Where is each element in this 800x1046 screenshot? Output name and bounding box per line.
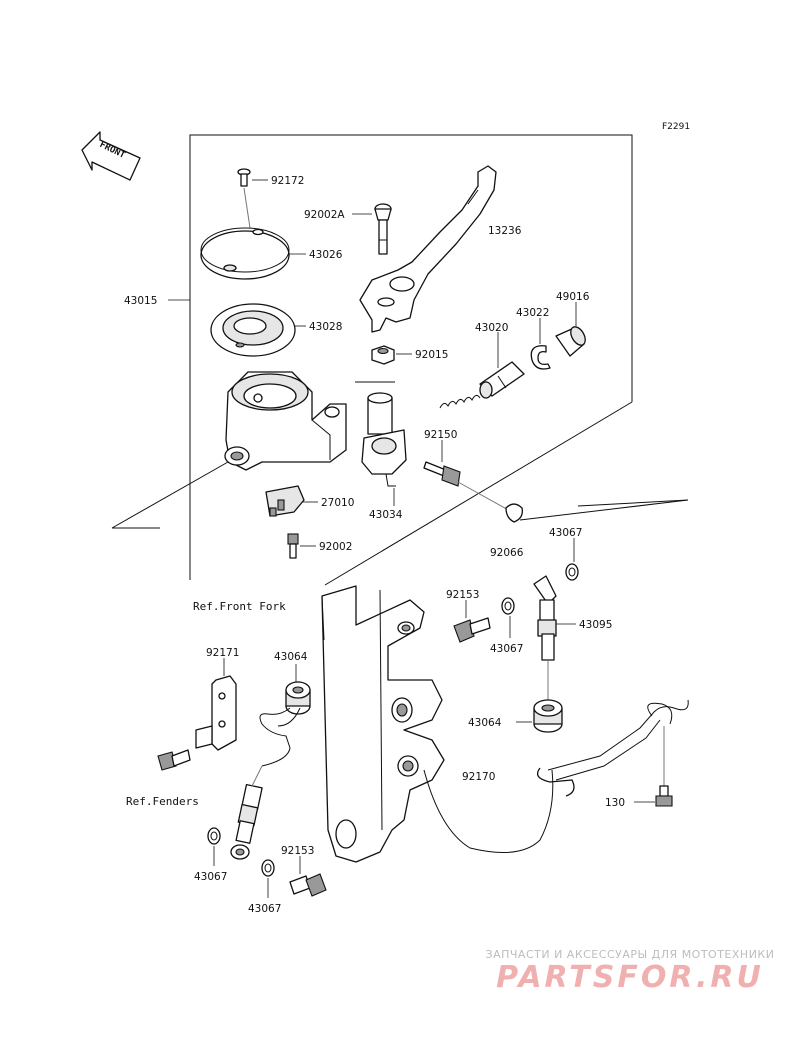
label-43067-upper: 43067	[549, 527, 582, 539]
label-92172: 92172	[271, 175, 304, 187]
brake-hose-line	[423, 769, 554, 853]
label-43034: 43034	[369, 509, 403, 521]
watermark-tagline: ЗАПЧАСТИ И АКСЕССУАРЫ ДЛЯ МОТОТЕХНИКИ	[485, 948, 775, 961]
bolt-cap-part	[505, 503, 523, 523]
label-43015: 43015	[124, 295, 157, 307]
clamp-bolt-part	[423, 461, 513, 513]
dust-boot-part	[555, 326, 586, 357]
label-49016: 49016	[556, 291, 590, 303]
label-43020: 43020	[475, 322, 508, 334]
label-43095: 43095	[579, 619, 612, 631]
washer-lower-left-part	[207, 827, 221, 845]
label-43064-left: 43064	[274, 651, 308, 663]
label-43028: 43028	[309, 321, 342, 333]
label-92015: 92015	[415, 349, 448, 361]
label-43022: 43022	[516, 307, 549, 319]
lower-brake-hose-part	[230, 707, 301, 860]
front-arrow-icon: FRONT	[81, 131, 141, 181]
bolt-130-part	[655, 726, 673, 807]
grommet-left-part	[285, 681, 311, 715]
banjo-bolt-lower-part	[289, 873, 327, 897]
ref-fenders: Ref.Fenders	[126, 795, 199, 808]
label-43067-middle: 43067	[490, 643, 523, 655]
label-92002A: 92002A	[304, 209, 345, 221]
label-92153-lower: 92153	[281, 845, 314, 857]
reservoir-cap-part	[200, 227, 290, 280]
label-92170: 92170	[462, 771, 495, 783]
circlip-part	[530, 345, 551, 370]
label-43064-right: 43064	[468, 717, 502, 729]
label-43067-lower: 43067	[248, 903, 281, 915]
label-13236: 13236	[488, 225, 522, 237]
banjo-bolt-upper-part	[453, 617, 491, 643]
front-fork-part	[321, 585, 445, 863]
switch-screw-part	[287, 533, 299, 559]
master-cylinder-body-part	[224, 371, 347, 471]
washer-middle-part	[501, 597, 515, 615]
grommet-right-part	[533, 699, 563, 733]
label-92153-upper: 92153	[446, 589, 479, 601]
lever-pivot-bolt-part	[374, 203, 392, 255]
reservoir-screw-part	[237, 168, 251, 229]
brake-hose-fitting-part	[533, 575, 557, 700]
brake-lever-part	[359, 165, 497, 333]
label-43026: 43026	[309, 249, 343, 261]
ref-front-fork: Ref.Front Fork	[193, 600, 286, 613]
hose-guide-part	[536, 699, 689, 797]
label-130: 130	[605, 797, 625, 809]
watermark-brand: PARTSFOR.RU	[496, 960, 764, 995]
bracket-bolt-part	[157, 749, 191, 771]
label-43067-lower-left: 43067	[194, 871, 227, 883]
handlebar-clamp-part	[361, 392, 407, 487]
site-watermark: ЗАПЧАСТИ И АКСЕССУАРЫ ДЛЯ МОТОТЕХНИКИ PA…	[470, 948, 790, 995]
hose-bracket-part	[195, 675, 237, 751]
figure-code: F2291	[662, 122, 690, 132]
pivot-nut-part	[371, 345, 395, 365]
label-27010: 27010	[321, 497, 354, 509]
diaphragm-part	[210, 303, 296, 357]
piston-assembly-part	[439, 361, 525, 409]
label-92002: 92002	[319, 541, 352, 553]
washer-upper-part	[565, 563, 579, 581]
label-92171: 92171	[206, 647, 239, 659]
hose-bracket-lines	[519, 499, 689, 521]
washer-lower-part	[261, 859, 275, 877]
label-92066: 92066	[490, 547, 524, 559]
label-92150: 92150	[424, 429, 457, 441]
brake-light-switch-part	[265, 485, 305, 517]
